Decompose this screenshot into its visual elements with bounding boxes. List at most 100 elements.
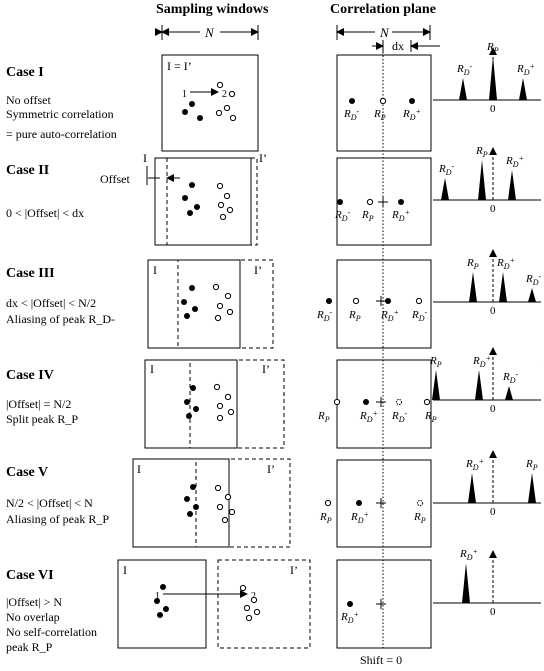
zero-tick-label: 0 — [490, 606, 496, 618]
peak-plot-label: RD+ — [465, 457, 484, 472]
case5-correlation-plane: RP RD+ RP — [319, 459, 432, 548]
i-prime-label: I’ — [262, 362, 270, 376]
case-title: Case V — [6, 465, 49, 480]
label-2: 2 — [251, 591, 256, 602]
peak-plot-label: RD- — [438, 162, 455, 177]
zero-tick-label: 0 — [490, 103, 496, 115]
i-prime-label: I’ — [259, 151, 267, 165]
peak-label: RD- — [334, 208, 351, 223]
i-prime-label: I’ — [254, 263, 262, 277]
peak-label: RD- — [391, 409, 408, 424]
i-label: I — [143, 151, 147, 165]
peak-plot-label: RD- — [502, 370, 519, 385]
peak-plots: 0RD-RPRD+0RD-RPRD+0RPRD+RD-0RPRD+RD-RP0R… — [429, 41, 544, 618]
zero-tick-label: 0 — [490, 203, 496, 215]
case1-correlation-plane: RD- RP RD+ — [336, 54, 432, 152]
case-desc-line: Aliasing of peak R_P — [6, 512, 109, 526]
case-desc-line: peak R_P — [6, 640, 53, 654]
correlation-peak — [459, 78, 467, 100]
correlation-peak — [508, 170, 516, 200]
case-desc-line: N/2 < |Offset| < N — [6, 496, 93, 510]
correlation-peak — [441, 178, 449, 200]
correlation-peak — [462, 563, 470, 603]
shift-zero-label: Shift = 0 — [360, 653, 403, 667]
peak-label: RP — [424, 410, 437, 424]
peak-plot-label: RP — [475, 145, 488, 159]
zero-tick-label: 0 — [490, 403, 496, 415]
correlation-peak — [475, 370, 483, 400]
case-desc-line: Aliasing of peak R_D- — [6, 312, 115, 326]
case-desc-line: dx < |Offset| < N/2 — [6, 296, 97, 310]
peak-label: RP — [361, 209, 374, 223]
peak-label: RP — [319, 511, 332, 525]
case-title: Case II — [6, 163, 50, 178]
case3-sampling-window: I I’ — [147, 259, 274, 349]
correlation-peak — [528, 288, 536, 302]
case-desc-line: Symmetric correlation — [6, 107, 114, 121]
case-desc-line: No offset — [6, 93, 51, 107]
dimension-n-left: N — [155, 25, 259, 40]
dimension-dx: dx — [372, 39, 440, 53]
correlation-peak — [469, 272, 477, 302]
peak-label: RP — [317, 410, 330, 424]
peak-label: RP — [348, 309, 361, 323]
peak-label: RD+ — [350, 510, 369, 525]
correlation-peak — [499, 272, 507, 302]
peak-label: RD+ — [359, 409, 378, 424]
correlation-peak — [519, 78, 527, 100]
case-title: Case IV — [6, 368, 54, 383]
peak-plot-label: RD+ — [516, 62, 535, 77]
i-label: I — [150, 362, 154, 376]
i-label: I — [153, 263, 157, 277]
peak-plot-label: RP — [525, 458, 538, 472]
case2-correlation-plane: RD- RP RD+ — [334, 157, 432, 246]
peak-plot-label: RP — [486, 41, 499, 55]
peak-plot-label: RD+ — [505, 154, 524, 169]
peak-label: RP — [373, 108, 386, 122]
peak-plot-label: RD+ — [459, 547, 478, 562]
correlation-peak — [478, 160, 486, 200]
peak-label: RP — [413, 511, 426, 525]
header-sampling-windows: Sampling windows — [156, 2, 269, 17]
case6-sampling-window: I I’ 1 2 — [117, 559, 311, 649]
header-correlation-plane: Correlation plane — [330, 2, 436, 17]
i-prime-label: I’ — [290, 563, 298, 577]
label-2: 2 — [222, 89, 227, 100]
peak-plot-label: RD- — [456, 62, 473, 77]
peak-label: RD+ — [380, 308, 399, 323]
correlation-peak — [432, 370, 440, 400]
dimension-n-right: N — [336, 25, 431, 40]
label-1: 1 — [182, 89, 187, 100]
case-desc-line: = pure auto-correlation — [6, 127, 117, 141]
case4-correlation-plane: RP RD+ RD- RP — [317, 359, 437, 449]
correlation-peak — [528, 473, 536, 503]
peak-plot-label: RP — [429, 355, 442, 369]
correlation-peak — [505, 386, 513, 400]
case-title: Case I — [6, 65, 44, 80]
zero-tick-label: 0 — [490, 305, 496, 317]
case-desc-line: 0 < |Offset| < dx — [6, 206, 85, 220]
peak-label: RD- — [343, 107, 360, 122]
case6-correlation-plane: RD+ — [336, 559, 432, 649]
correlation-peak — [468, 473, 476, 503]
case5-sampling-window: I I’ — [132, 458, 291, 548]
peak-plot-label: RD+ — [496, 256, 515, 271]
case-desc-line: No overlap — [6, 610, 60, 624]
case4-sampling-window: I I’ — [144, 359, 285, 449]
i-equals-label: I = I’ — [167, 59, 192, 73]
zero-tick-label: 0 — [490, 506, 496, 518]
peak-label: RD+ — [391, 208, 410, 223]
peak-plot-label: RD+ — [472, 354, 491, 369]
case-desc-line: No self-correlation — [6, 625, 97, 639]
case3-correlation-plane: RD- RP RD+ RD- — [316, 259, 432, 349]
n-label: N — [204, 25, 215, 40]
i-label: I — [123, 563, 127, 577]
peak-label: RD- — [411, 308, 428, 323]
case-desc-line: |Offset| = N/2 — [6, 397, 72, 411]
case-desc-line: |Offset| > N — [6, 595, 63, 609]
i-prime-label: I’ — [267, 462, 275, 476]
i-label: I — [137, 462, 141, 476]
peak-label: RD+ — [402, 107, 421, 122]
peak-label: RD+ — [340, 610, 359, 625]
